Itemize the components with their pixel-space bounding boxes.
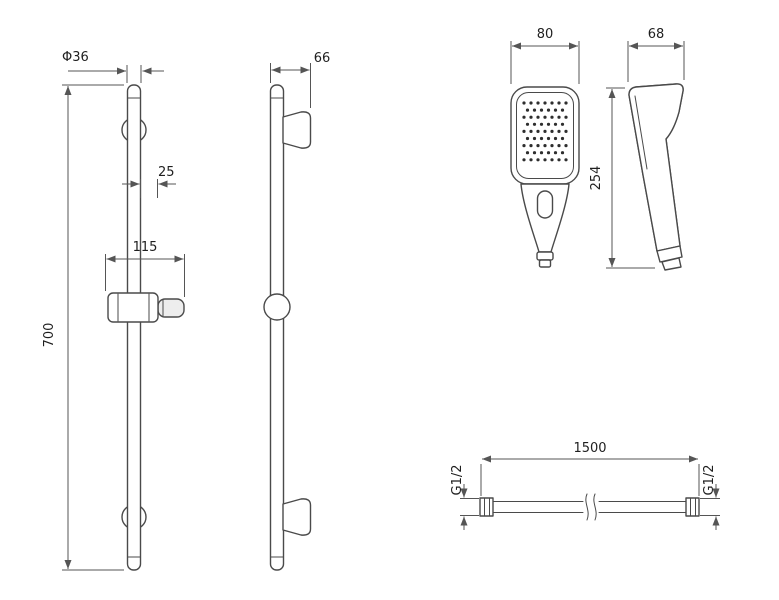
dim-hose-thread-right [700, 484, 720, 530]
hose-break-mark [585, 493, 589, 521]
hose-break-mark [593, 493, 597, 521]
rail-front-slider-holder [107, 292, 185, 323]
dim-handshower-width [510, 41, 580, 84]
handshower-inlet-nut [538, 259, 552, 268]
rail-front-view: Φ36 700 25 115 [42, 50, 185, 571]
dim-label-handshower-width: 80 [537, 27, 554, 42]
dim-label-hose-thread-right: G1/2 [702, 465, 717, 496]
dim-handshower-height [606, 87, 655, 269]
hose-right-fitting [685, 497, 700, 517]
dim-label-hose-length: 1500 [573, 441, 606, 456]
handshower-side-collar [656, 245, 683, 263]
dim-label-rail-height: 700 [42, 323, 57, 348]
rail-side-bar [269, 84, 285, 571]
dim-label-handshower-height: 254 [589, 166, 604, 191]
handshower-side-face-line [634, 95, 648, 170]
dim-holder-width [105, 254, 185, 297]
dim-hose-thread-left [460, 484, 479, 530]
rail-front-bar [126, 84, 142, 571]
dim-rail-diameter [68, 65, 164, 83]
dim-label-handshower-depth: 68 [648, 27, 665, 42]
rail-side-bottom-bracket [282, 498, 312, 536]
slider-handle [157, 298, 185, 318]
handshower-inlet-collar [536, 251, 554, 261]
slider-clamp [107, 292, 159, 323]
handshower-side-nut [661, 257, 682, 271]
handshower-front-view: 80 [510, 27, 580, 268]
dim-handshower-depth [627, 41, 685, 82]
dim-slider-offset [122, 179, 176, 198]
rail-side-view: 66 [263, 51, 331, 571]
dim-label-holder-width: 115 [133, 240, 158, 255]
dim-rail-depth [270, 63, 311, 108]
dim-hose-length [480, 455, 700, 496]
hose-tube [492, 493, 687, 521]
handshower-side-view: 68 254 [589, 27, 685, 271]
dim-label-rail-diameter: Φ36 [62, 50, 89, 65]
dim-rail-height [62, 84, 124, 571]
rail-side-top-bracket [282, 111, 312, 149]
rail-side-slider-knob [263, 293, 291, 321]
hose-left-fitting [479, 497, 494, 517]
handshower-mode-button [536, 190, 554, 219]
handshower-faceplate [516, 92, 574, 179]
hose-view: 1500 G1/2 G1/2 [450, 441, 720, 530]
spray-dots [522, 101, 568, 162]
dim-label-slider-offset: 25 [158, 165, 175, 180]
handshower-side-body [628, 83, 684, 252]
dim-label-hose-thread-left: G1/2 [450, 465, 465, 496]
dim-label-rail-depth: 66 [314, 51, 331, 66]
